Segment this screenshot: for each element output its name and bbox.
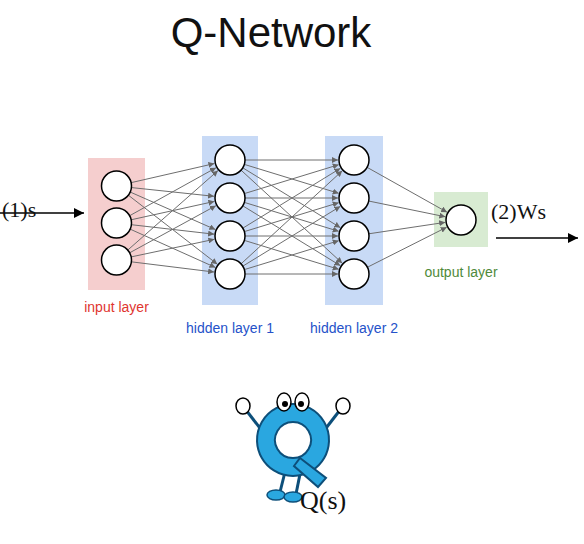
mascot-tail [294, 458, 326, 487]
neuron-group [102, 145, 477, 289]
layer-label: hidden layer 2 [275, 320, 433, 336]
mascot-arm [323, 410, 340, 432]
mascot-shoe [267, 490, 285, 500]
layer-band: output layer [434, 192, 488, 247]
signal-label: (2)Ws [491, 199, 546, 225]
layer-band: hidden layer 1 [202, 136, 258, 305]
layer-label: input layer [38, 299, 195, 315]
layer-label: output layer [384, 264, 538, 280]
layer-band: input layer [88, 158, 145, 290]
mascot-eye [277, 393, 291, 411]
q-mascot [236, 393, 350, 502]
mascot-pupil [298, 401, 304, 407]
mascot-eye [295, 393, 309, 411]
layer-band: hidden layer 2 [325, 136, 383, 305]
mascot-pupil [282, 401, 288, 407]
mascot-shoe [284, 492, 302, 502]
diagram-title: Q-Network [0, 8, 542, 58]
function-label: Q(s) [300, 486, 346, 516]
output-arrow [496, 237, 578, 239]
edge-group [128, 160, 447, 274]
mascot-body [257, 404, 329, 476]
signal-label: (1)s [2, 197, 36, 223]
mascot-glove [336, 398, 350, 414]
layer-label: hidden layer 1 [152, 320, 308, 336]
mascot-glove [236, 398, 250, 414]
mascot-leg [296, 474, 300, 494]
mascot-leg [280, 472, 285, 492]
mascot-arm [246, 410, 263, 432]
